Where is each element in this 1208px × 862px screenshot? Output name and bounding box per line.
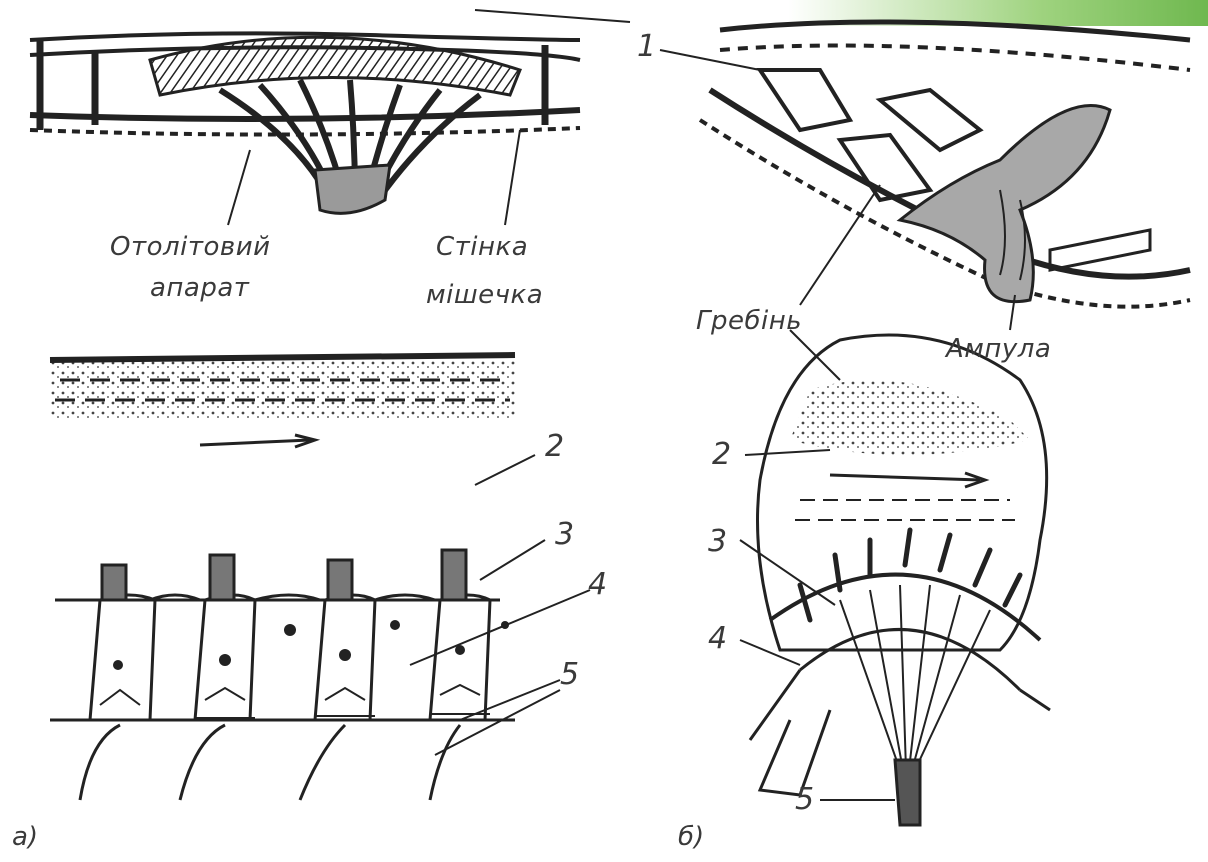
crista-figure [740,330,1050,825]
label-otolith-apparatus-line1: Отолітовий [110,232,271,262]
ampulla-figure [475,10,1190,330]
label-a-3: 3 [555,518,574,552]
otolith-apparatus-figure [30,33,580,225]
label-otolith-apparatus-line2: апарат [150,273,249,303]
label-a-5: 5 [560,658,579,692]
label-b-4: 4 [708,622,727,656]
label-ampulla: Ампула [946,334,1051,364]
label-a-4: 4 [588,568,607,602]
label-b-3: 3 [708,525,727,559]
label-sac-wall-line1: Стінка [436,232,528,262]
panel-label-a: а) [12,822,38,852]
macula-figure [50,355,590,800]
label-b-2: 2 [712,438,731,472]
label-number-1: 1 [637,30,656,64]
label-sac-wall-line2: мішечка [426,280,543,310]
panel-label-b: б) [678,822,704,852]
label-b-5: 5 [795,783,814,817]
label-a-2: 2 [545,430,564,464]
label-crest: Гребінь [696,306,802,336]
